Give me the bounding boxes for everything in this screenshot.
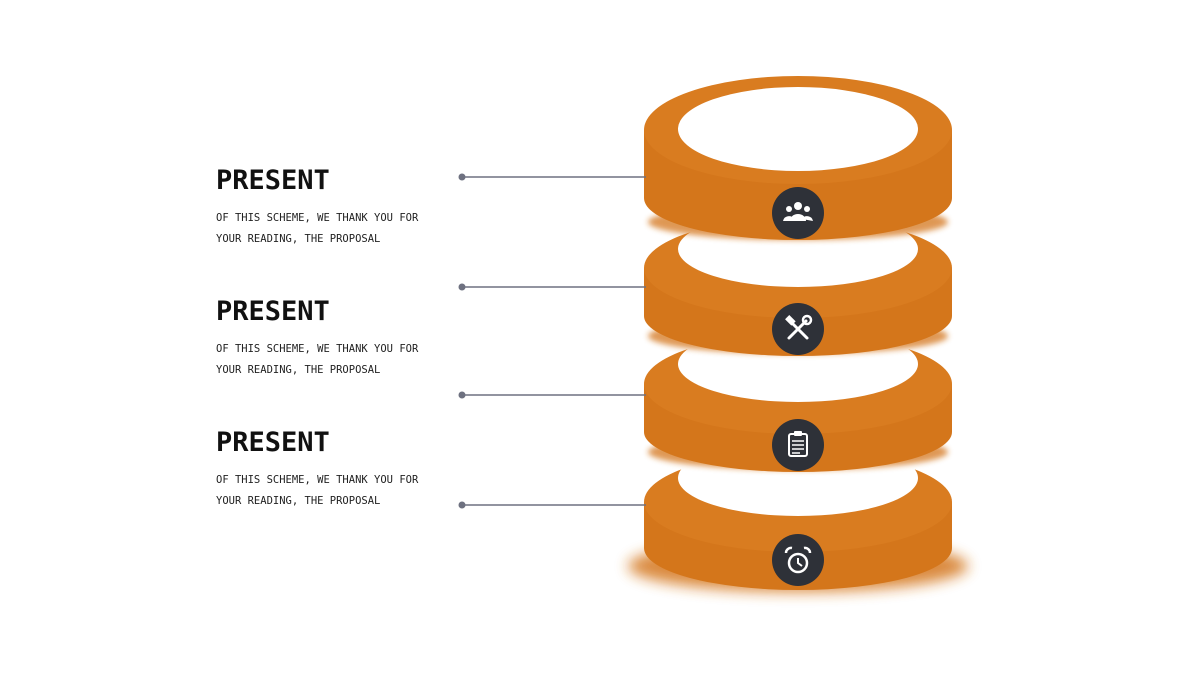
connector-2 bbox=[458, 283, 646, 291]
text-block-2: PRESENT OF THIS SCHEME, WE THANK YOU FOR… bbox=[216, 297, 446, 380]
people-icon bbox=[772, 187, 824, 239]
item-description: OF THIS SCHEME, WE THANK YOU FOR YOUR RE… bbox=[216, 212, 419, 245]
connector-3 bbox=[458, 391, 646, 399]
item-description: OF THIS SCHEME, WE THANK YOU FOR YOUR RE… bbox=[216, 474, 419, 507]
connector-1 bbox=[458, 173, 646, 181]
item-title: PRESENT bbox=[216, 296, 330, 327]
connector-4 bbox=[458, 501, 646, 509]
item-title: PRESENT bbox=[216, 165, 330, 196]
alarm-clock-icon bbox=[772, 534, 824, 586]
text-block-3: PRESENT OF THIS SCHEME, WE THANK YOU FOR… bbox=[216, 428, 446, 511]
ring-1 bbox=[644, 76, 952, 240]
tools-icon bbox=[772, 303, 824, 355]
text-block-1: PRESENT OF THIS SCHEME, WE THANK YOU FOR… bbox=[216, 166, 446, 249]
clipboard-icon bbox=[772, 419, 824, 471]
item-title: PRESENT bbox=[216, 427, 330, 458]
item-description: OF THIS SCHEME, WE THANK YOU FOR YOUR RE… bbox=[216, 343, 419, 376]
